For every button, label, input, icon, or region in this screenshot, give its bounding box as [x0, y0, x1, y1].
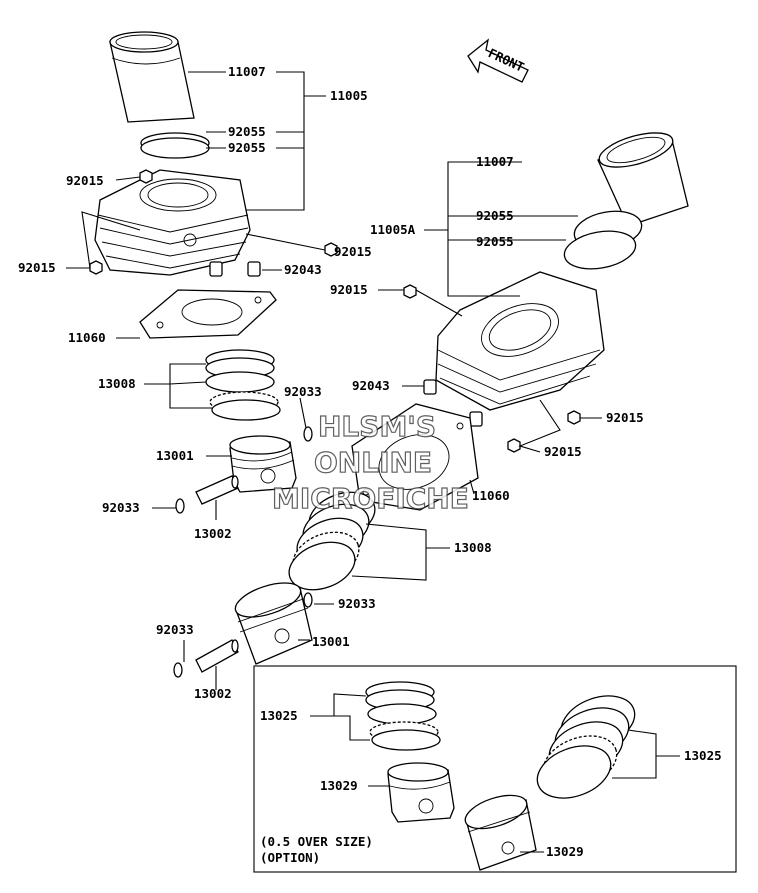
label-92033-right-a: 92033: [338, 596, 376, 611]
nut-92015-b: [89, 260, 103, 275]
option-piston-13029-b: [464, 794, 537, 871]
label-92015-right-b: 92015: [606, 410, 644, 425]
front-arrow-icon: FRONT: [467, 38, 529, 83]
label-11007-right: 11007: [476, 154, 514, 169]
dowel-92043-c: [423, 379, 437, 395]
label-92055-right-a: 92055: [476, 208, 514, 223]
circlip-92033-d: [173, 662, 183, 678]
watermark-line-2: ONLINE: [314, 446, 432, 479]
circlip-92033-a: [303, 426, 313, 442]
label-13001-left: 13001: [156, 448, 194, 463]
cylinder-block-left: [94, 169, 251, 276]
label-13002-right: 13002: [194, 686, 232, 701]
piston-pin-13002-left: [195, 475, 239, 505]
label-92015-right-c: 92015: [544, 444, 582, 459]
label-92055-left-a: 92055: [228, 124, 266, 139]
watermark-line-3: MICROFICHE: [272, 482, 469, 515]
label-11060-right: 11060: [472, 488, 510, 503]
dowel-92043-a: [209, 261, 223, 277]
circlip-92033-b: [175, 498, 185, 514]
nut-92015-f: [507, 438, 521, 453]
label-92055-right-b: 92055: [476, 234, 514, 249]
label-13029-option-a: 13029: [320, 778, 358, 793]
label-13029-option-b: 13029: [546, 844, 584, 859]
label-13001-right: 13001: [312, 634, 350, 649]
gasket-11060-left: [139, 289, 277, 339]
label-92015-left-c: 92015: [18, 260, 56, 275]
label-92015-left-a: 92015: [66, 173, 104, 188]
option-note-size: (0.5 OVER SIZE): [260, 834, 373, 849]
piston-13001-right: [234, 582, 313, 665]
watermark-line-1: HLSM'S: [318, 410, 436, 443]
option-rings-13025-b: [536, 695, 636, 799]
nut-92015-c: [324, 242, 338, 257]
nut-92015-d: [403, 284, 417, 299]
option-box: [253, 665, 737, 873]
nut-92015-e: [567, 410, 581, 425]
label-92043-right: 92043: [352, 378, 390, 393]
cylinder-liner-left: [109, 31, 195, 123]
label-13008-right: 13008: [454, 540, 492, 555]
option-piston-13029-a: [387, 762, 455, 823]
label-13002-left: 13002: [194, 526, 232, 541]
label-13025-option-b: 13025: [684, 748, 722, 763]
label-92033-left-b: 92033: [102, 500, 140, 515]
cylinder-liner-right: [597, 132, 689, 227]
label-92015-left-b: 92015: [334, 244, 372, 259]
leader-lines: [66, 71, 680, 853]
dowel-92043-d: [469, 411, 483, 427]
label-11005a: 11005A: [370, 222, 416, 237]
piston-rings-13008-left: [205, 349, 281, 421]
label-13008-left: 13008: [98, 376, 136, 391]
label-13025-option-a: 13025: [260, 708, 298, 723]
label-11060-left: 11060: [68, 330, 106, 345]
option-note-option: (OPTION): [260, 850, 320, 865]
nut-92015-a: [139, 169, 153, 184]
label-92015-right-a: 92015: [330, 282, 368, 297]
cylinder-block-right: [435, 271, 605, 411]
ring-92055-left: [140, 132, 210, 159]
label-11007-left: 11007: [228, 64, 266, 79]
piston-13001-left: [229, 435, 297, 493]
label-92033-right-b: 92033: [156, 622, 194, 637]
label-92055-left-b: 92055: [228, 140, 266, 155]
label-92033-left-a: 92033: [284, 384, 322, 399]
option-rings-13025-a: [365, 681, 441, 751]
piston-pin-13002-right: [195, 639, 239, 673]
circlip-92033-c: [303, 592, 313, 608]
piston-rings-13008-right: [288, 491, 376, 591]
dowel-92043-b: [247, 261, 261, 277]
label-92043-left: 92043: [284, 262, 322, 277]
ring-92055-right: [563, 210, 643, 270]
label-11005: 11005: [330, 88, 368, 103]
